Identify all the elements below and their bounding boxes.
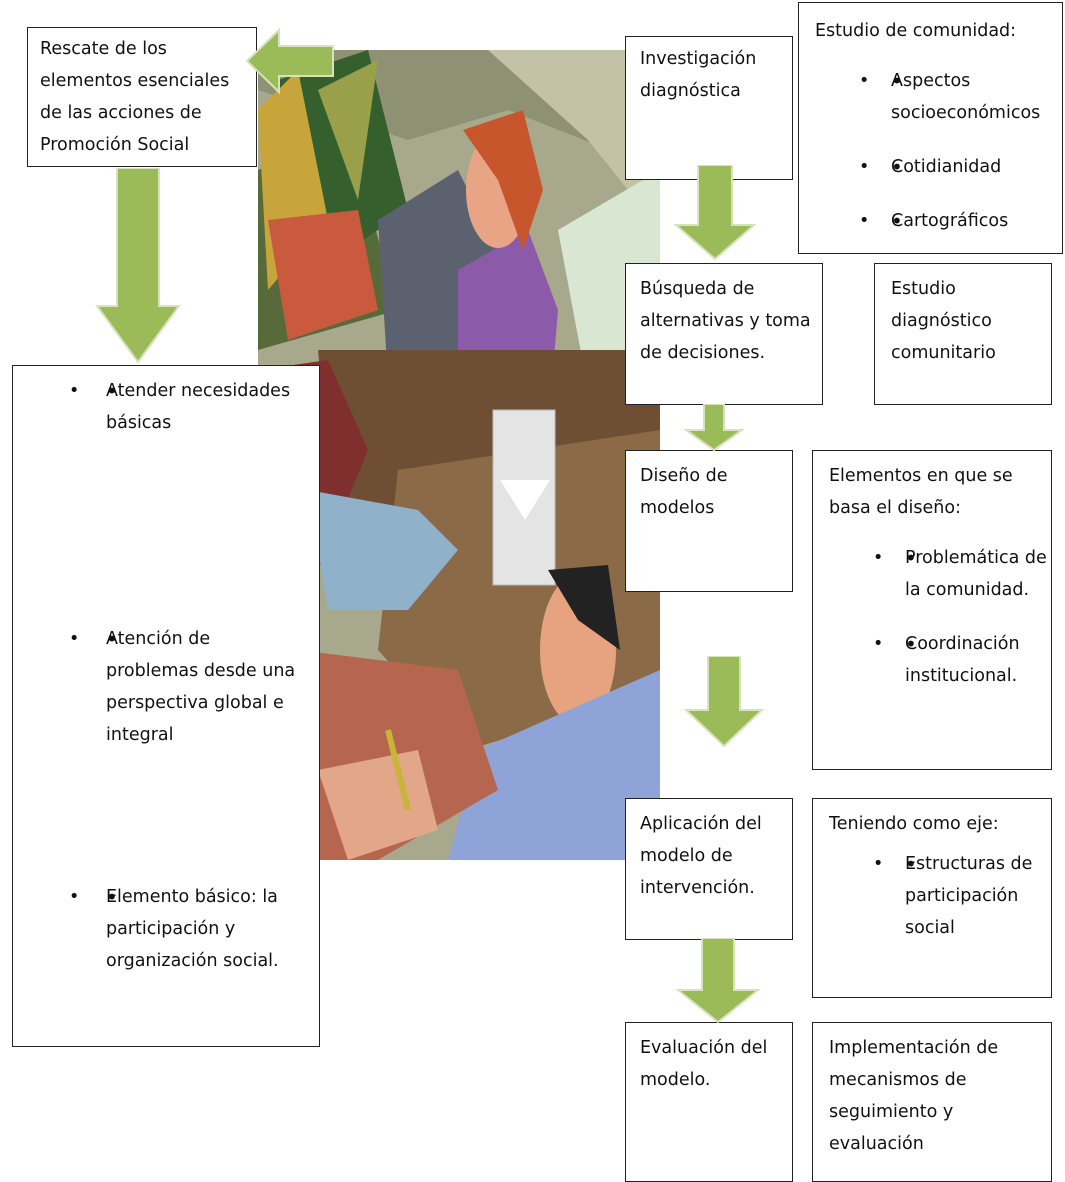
community-item-3: • Cartográficos: [815, 205, 1062, 237]
arrow-down-icon: [676, 938, 760, 1024]
arrow-down-icon: [684, 404, 744, 452]
left-bullets-box: • Atender necesidades básicas • Atención…: [12, 365, 320, 1047]
community-study-box: Estudio de comunidad: • Aspectos socioec…: [798, 2, 1063, 254]
rescate-box: Rescate de los elementos esenciales de l…: [27, 27, 257, 167]
left-bullet-2: • Atención de problemas desde una perspe…: [69, 623, 306, 751]
axis-title: Teniendo como eje:: [829, 814, 999, 834]
arrow-down-icon: [684, 656, 764, 748]
diagnostic-study-box: Estudio diagnóstico comunitario: [874, 263, 1052, 405]
axis-item-1: • Estructuras de participación social: [829, 848, 1051, 944]
implementation-box: Implementación de mecanismos de seguimie…: [812, 1022, 1052, 1182]
design-item-1: • Problemática de la comunidad.: [829, 542, 1051, 606]
design-elements-title: Elementos en que se basa el diseño:: [829, 466, 1013, 518]
community-study-title: Estudio de comunidad:: [815, 21, 1017, 41]
step-busqueda: Búsqueda de alternativas y toma de decis…: [625, 263, 823, 405]
community-item-1: • Aspectos socioeconómicos: [815, 65, 1062, 129]
arrow-down-icon: [95, 168, 181, 364]
left-bullet-3: • Elemento básico: la participación y or…: [69, 881, 311, 977]
step-evaluacion: Evaluación del modelo.: [625, 1022, 793, 1182]
arrow-left-icon: [245, 28, 334, 94]
step-aplicacion: Aplicación del modelo de intervención.: [625, 798, 793, 940]
arrow-down-icon: [674, 165, 756, 261]
community-item-2: • Cotidianidad: [815, 151, 1062, 183]
rescate-text: Rescate de los elementos esenciales de l…: [40, 39, 230, 155]
meeting-illustration: [258, 50, 660, 860]
step-investigacion: Investigación diagnóstica: [625, 36, 793, 180]
design-elements-box: Elementos en que se basa el diseño: • Pr…: [812, 450, 1052, 770]
left-bullet-1: • Atender necesidades básicas: [69, 375, 311, 439]
axis-box: Teniendo como eje: • Estructuras de part…: [812, 798, 1052, 998]
design-item-2: • Coordinación institucional.: [829, 628, 1051, 692]
step-diseno: Diseño de modelos: [625, 450, 793, 592]
